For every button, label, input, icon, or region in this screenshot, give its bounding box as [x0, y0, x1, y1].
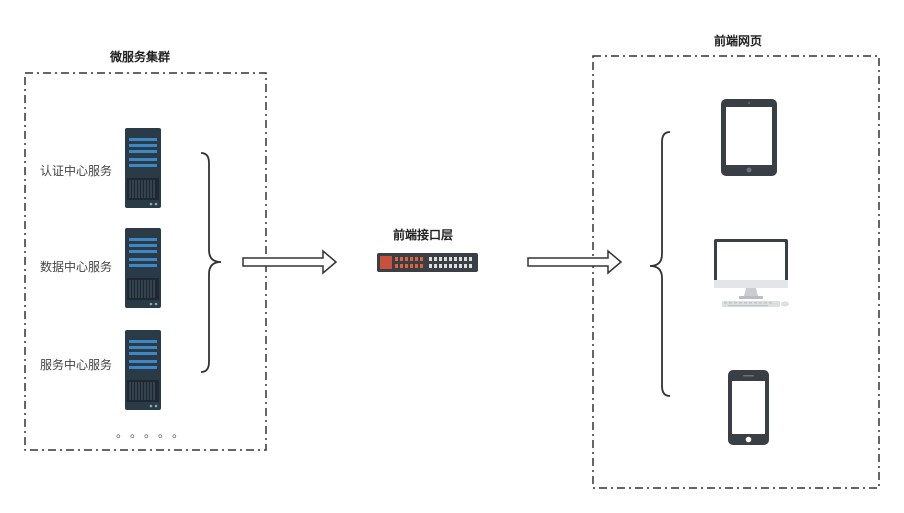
server-icon — [125, 128, 161, 208]
service-label-data: 数据中心服务 — [40, 260, 113, 274]
phone-icon — [728, 370, 769, 445]
service-label-service: 服务中心服务 — [40, 358, 113, 372]
right-brace-icon — [200, 152, 222, 373]
network-switch-icon — [377, 253, 478, 272]
more-services-ellipsis: 。。。。。 — [116, 426, 193, 440]
left-brace-icon — [649, 131, 671, 397]
server-icon — [125, 330, 161, 410]
microservice-cluster-title: 微服务集群 — [110, 50, 171, 64]
tablet-icon — [721, 99, 777, 176]
arrow-right-icon — [242, 249, 338, 275]
server-icon — [125, 228, 161, 308]
frontend-title: 前端网页 — [714, 34, 763, 48]
frontend-box — [592, 55, 880, 489]
service-label-auth: 认证中心服务 — [40, 164, 113, 178]
arrow-right-icon — [527, 249, 623, 275]
desktop-icon — [714, 239, 789, 307]
gateway-title: 前端接口层 — [393, 228, 454, 242]
microservice-cluster-box — [24, 72, 267, 451]
